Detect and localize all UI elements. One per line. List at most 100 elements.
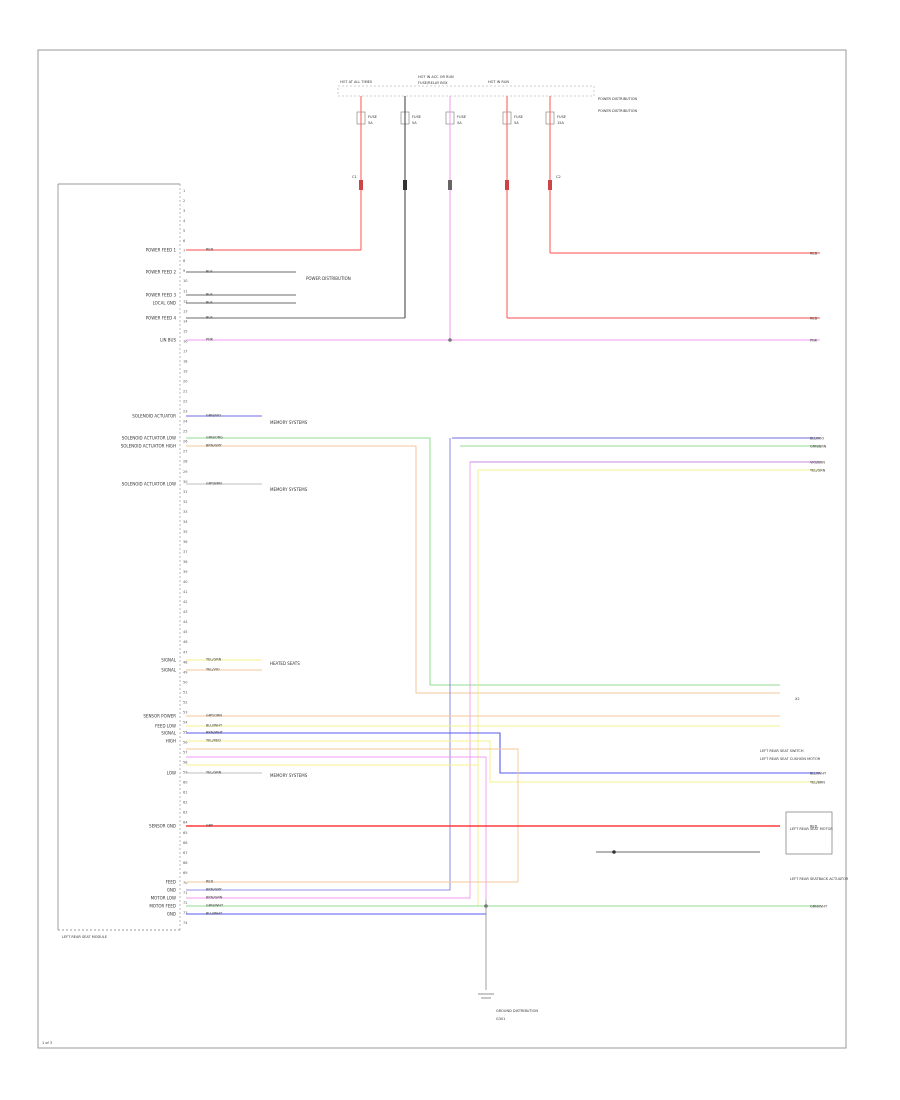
fuse-3: FUSE 5A [445, 111, 466, 125]
wire-color-tag: BLK [206, 316, 213, 320]
signal-label: SOLENOID ACTUATOR HIGH [121, 444, 176, 449]
pin-number: 36 [183, 540, 187, 544]
pin-number: 50 [183, 680, 187, 684]
signal-label: LOCAL GND [153, 301, 176, 306]
signal-label: FEED LOW [155, 724, 176, 729]
pin-number: 17 [183, 349, 187, 353]
signal-label: MOTOR FEED [149, 904, 176, 909]
ref-seat-motor: LEFT REAR SEAT MOTOR [790, 827, 833, 831]
connector-plug: X2 [795, 697, 800, 701]
pin-number: 10 [183, 279, 187, 283]
right-wire-tags: REDREDPNKBLU/VIOGRN/BRNVIO/BRNYEL/GRNBLU… [810, 252, 828, 909]
pin-number: 29 [183, 470, 187, 474]
right-module-outline [785, 811, 833, 855]
wire-color-tag: BLK [206, 270, 213, 274]
pin-number: 70 [183, 881, 187, 885]
pin-number: 5 [183, 229, 185, 233]
ref-memory-1: MEMORY SYSTEMS [270, 420, 308, 425]
pin-number: 21 [183, 390, 187, 394]
signal-label: SIGNAL [161, 668, 177, 673]
pin-number: 4 [183, 219, 186, 223]
fuse-5: FUSE 15A [545, 111, 566, 125]
svg-text:15A: 15A [557, 121, 564, 125]
signal-label: GND [167, 888, 176, 893]
wire-color-tag: GRN/VIO [206, 414, 221, 418]
pin-number: 38 [183, 560, 187, 564]
fuse-box-outline [337, 85, 595, 97]
connector-c2: C2 [556, 175, 561, 179]
pin-number: 40 [183, 580, 187, 584]
fuse-1: FUSE 5A [356, 111, 377, 125]
diagram-frame [37, 49, 847, 1049]
wire-color-tag: YEL/RED [206, 739, 221, 743]
wire-color-tag: BRN/GRY [206, 888, 223, 892]
pin-number: 34 [183, 520, 188, 524]
right-wire-tag: RED [810, 317, 818, 321]
ref-memory-3: MEMORY SYSTEMS [270, 773, 308, 778]
pin-number: 16 [183, 339, 187, 343]
signal-label: POWER FEED 4 [146, 316, 177, 321]
pin-number: 2 [183, 199, 185, 203]
right-wire-tag: YEL/GRN [810, 469, 826, 473]
wire-color-tag: BRN/GRN [206, 896, 223, 900]
pin-number: 33 [183, 510, 187, 514]
pin-number: 12 [183, 299, 187, 303]
wire-color-tag: BRN/WHT [206, 731, 224, 735]
pin-number: 41 [183, 590, 187, 594]
signal-label: POWER FEED 3 [146, 293, 177, 298]
pin-number: 42 [183, 600, 187, 604]
svg-text:5A: 5A [457, 121, 462, 125]
pin-number: 18 [183, 359, 187, 363]
page-code: 1 of 3 [42, 1041, 52, 1045]
pin-number: 11 [183, 289, 187, 293]
pin-number: 51 [183, 690, 187, 694]
signal-label: FEED [166, 880, 176, 885]
pin-number: 53 [183, 710, 187, 714]
pin-number: 62 [183, 801, 187, 805]
ref-cushion-motor: LEFT REAR SEAT CUSHION MOTOR [760, 757, 821, 761]
pin-number: 74 [183, 921, 188, 925]
wire-tags: REDBLKBLKBLKBLKPNKGRN/VIOGRN/ORGBRN/GRYG… [206, 248, 224, 916]
signal-label: SOLENOID ACTUATOR LOW [122, 482, 176, 487]
wire-color-tag: GRN/WHT [206, 904, 224, 908]
pin-number: 49 [183, 670, 187, 674]
wire-color-tag: RED [206, 248, 214, 252]
pin-number: 7 [183, 249, 185, 253]
wire-color-tag: BRN/GRY [206, 444, 223, 448]
svg-text:FUSE: FUSE [514, 115, 523, 119]
pin-number: 69 [183, 871, 187, 875]
pin-number: 35 [183, 530, 187, 534]
pin-number: 52 [183, 700, 187, 704]
pin-number: 27 [183, 450, 187, 454]
right-wire-tag: YEL/BRN [810, 781, 825, 785]
signal-label: MOTOR LOW [151, 896, 176, 901]
pin-number: 23 [183, 410, 187, 414]
pin-number: 46 [183, 640, 187, 644]
fuse-2: FUSE 5A [400, 111, 421, 125]
right-wire-tag: GRN/BRN [810, 445, 827, 449]
signal-label: POWER FEED 2 [146, 270, 177, 275]
wire-color-tag: YEL/VIO [206, 668, 220, 672]
left-rear-seat-module: LEFT REAR SEAT MODULE [57, 183, 181, 939]
right-wire-tag: VIO/BRN [810, 461, 825, 465]
ref-seatback-actuator: LEFT REAR SEATBACK ACTUATOR [790, 877, 849, 881]
connector-c1: C1 [352, 175, 357, 179]
pin-number: 54 [183, 720, 188, 724]
pin-number: 32 [183, 500, 187, 504]
wire-color-tag: YEL/GRN [206, 658, 222, 662]
pin-number: 25 [183, 430, 187, 434]
pin-number: 55 [183, 730, 187, 734]
wire-color-tag: BLU/WHT [206, 724, 223, 728]
pin-number: 13 [183, 309, 187, 313]
pin-number: 68 [183, 861, 187, 865]
pin-number: 67 [183, 851, 187, 855]
wire-color-tag: GRY/ORN [206, 714, 222, 718]
ref-ground: GROUND DISTRIBUTION [496, 1009, 538, 1013]
ref-power-dist: POWER DISTRIBUTION [598, 109, 638, 113]
right-wire-tag: BLU/VIO [810, 437, 824, 441]
pin-number: 9 [183, 269, 185, 273]
svg-text:5A: 5A [514, 121, 519, 125]
signal-label: SENSOR GND [149, 824, 176, 829]
